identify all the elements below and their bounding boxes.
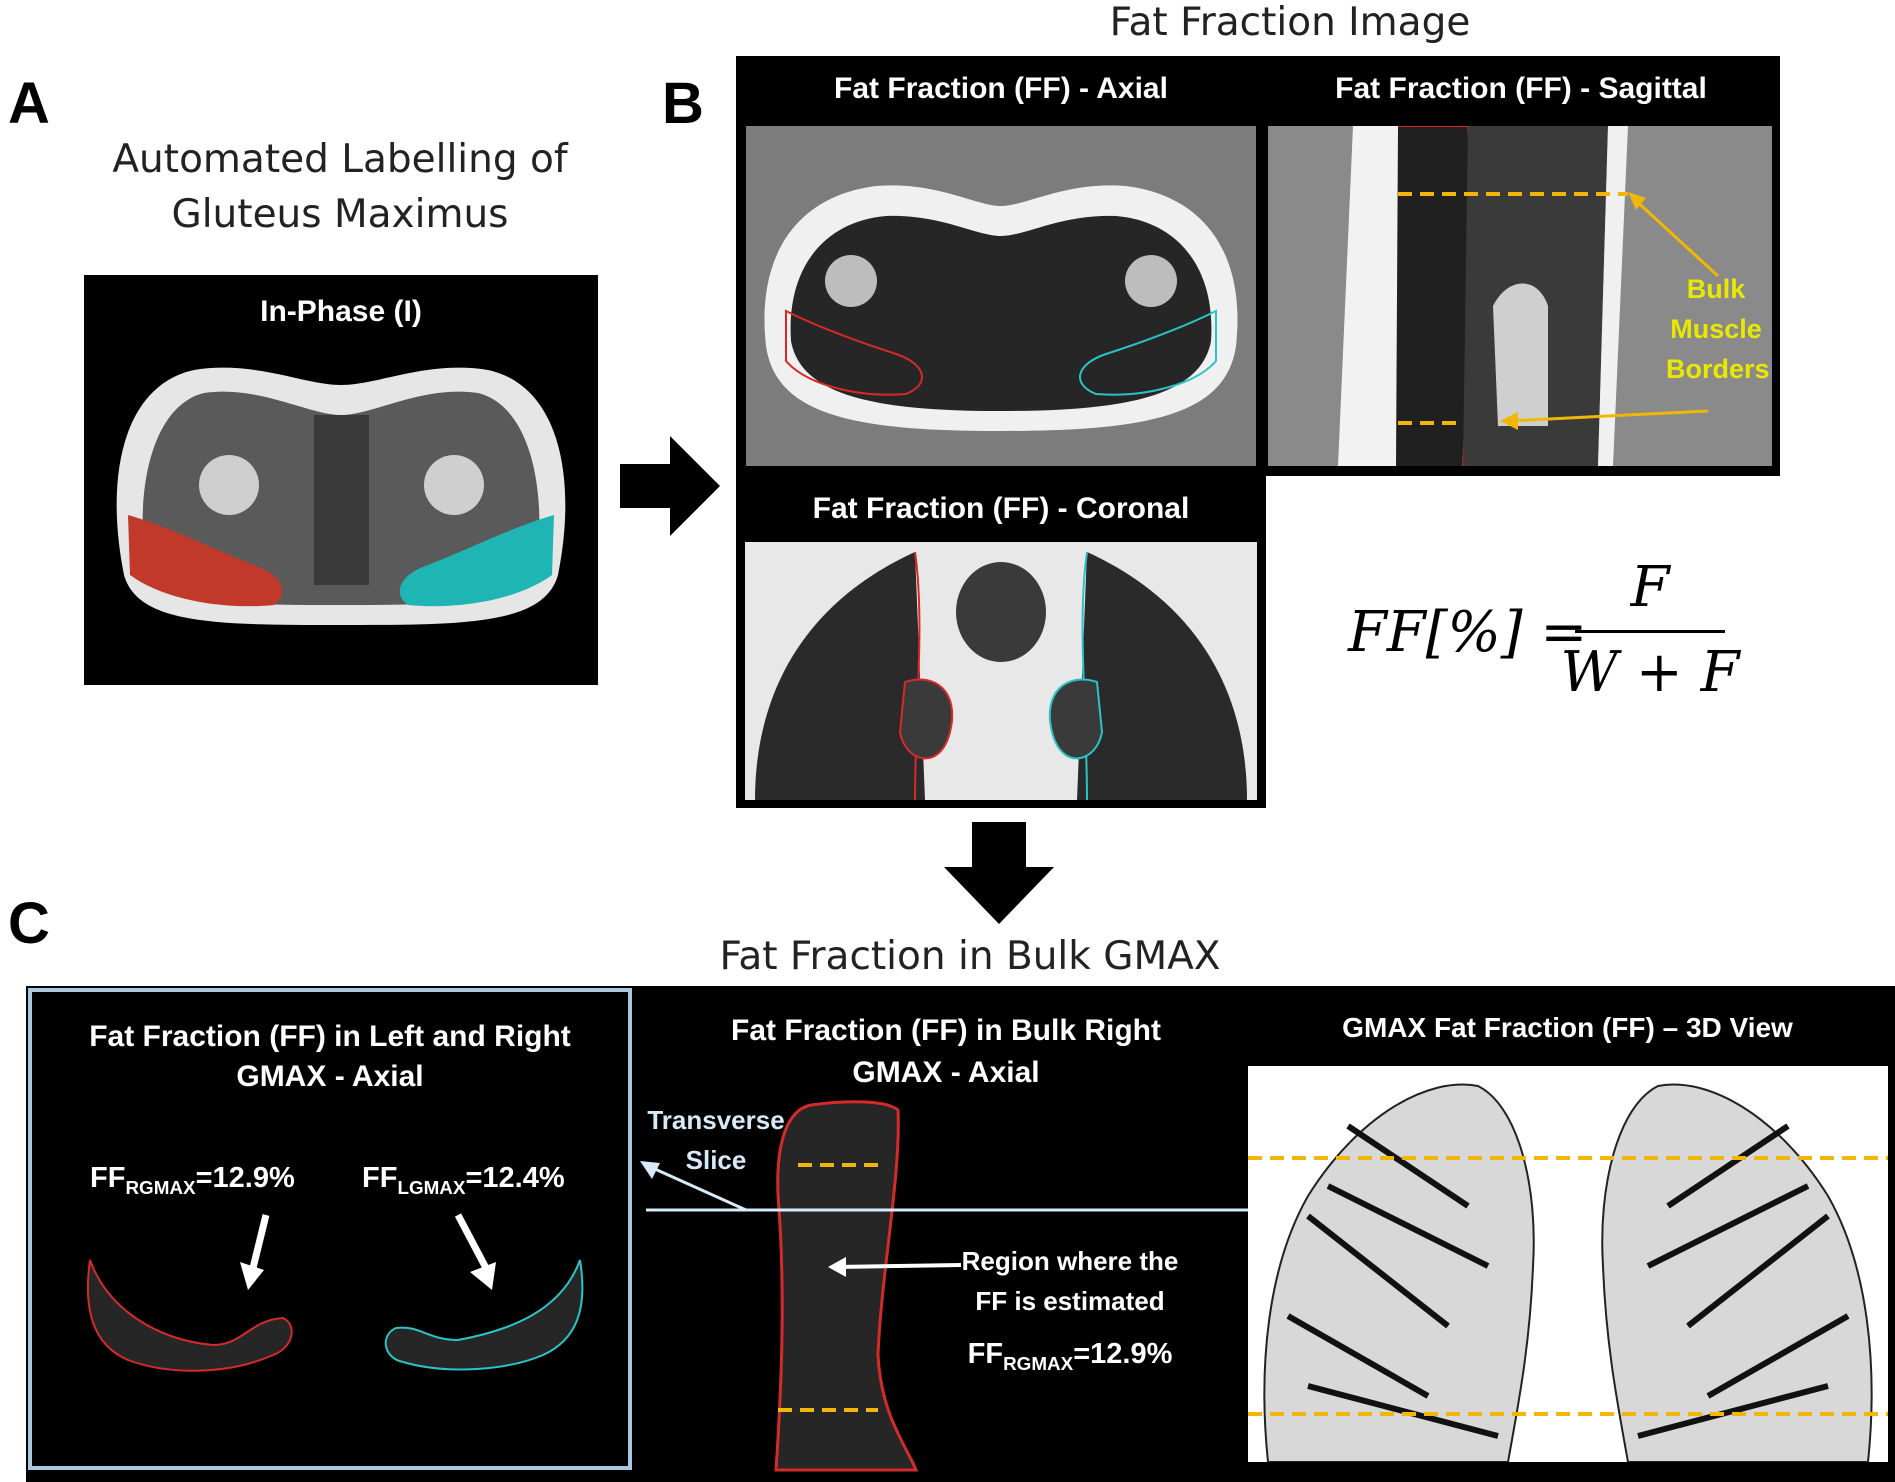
ff-coronal-scan [745, 542, 1257, 800]
transverse-slice-label-line2: Slice [685, 1145, 747, 1175]
ff-formula-fraction-bar [1575, 630, 1725, 633]
panel-a-caption-line1: Automated Labelling of [112, 137, 568, 182]
region-label-line1: Region where the [961, 1246, 1179, 1276]
annotation-bulk: Bulk [1686, 274, 1746, 304]
panel-c-caption: Fat Fraction in Bulk GMAX [719, 934, 1221, 979]
panel-a-letter: A [8, 71, 50, 136]
region-ff-value: FFRGMAX=12.9% [967, 1338, 1173, 1374]
in-phase-title: In-Phase (I) [260, 295, 422, 328]
arrow-right-icon [620, 436, 720, 536]
annotation-borders: Borders [1666, 354, 1770, 384]
ff-sagittal-title: Fat Fraction (FF) - Sagittal [1335, 72, 1707, 105]
ff-coronal-title: Fat Fraction (FF) - Coronal [812, 492, 1190, 525]
ff-lgmax-label: FFLGMAX=12.4% [362, 1162, 565, 1198]
ff-formula-denominator: W + F [1560, 640, 1740, 705]
ff-left-right-title-line2: GMAX - Axial [236, 1060, 424, 1093]
panel-c-letter: C [8, 891, 50, 956]
transverse-slice-label-line1: Transverse [647, 1105, 785, 1135]
ff-rgmax-label: FFRGMAX=12.9% [90, 1162, 295, 1198]
panel-a-caption-line2: Gluteus Maximus [171, 192, 509, 237]
gmax-3d-title: GMAX Fat Fraction (FF) – 3D View [1342, 1012, 1793, 1043]
ff-bulk-right-scan [640, 1100, 1266, 1472]
ff-left-right-panel [28, 988, 632, 1470]
ff-bulk-right-title-line1: Fat Fraction (FF) in Bulk Right [731, 1014, 1161, 1047]
ff-formula-numerator: F [1630, 555, 1670, 620]
in-phase-image: In-Phase (I) [84, 275, 598, 685]
arrow-down-icon [944, 822, 1054, 924]
annotation-muscle: Muscle [1670, 314, 1762, 344]
ff-coronal-image: Fat Fraction (FF) - Coronal [736, 476, 1266, 808]
ff-bulk-right-title-line2: GMAX - Axial [852, 1056, 1040, 1089]
ff-sagittal-scan [1268, 126, 1772, 466]
region-label-line2: FF is estimated [975, 1286, 1165, 1316]
panel-b-letter: B [662, 71, 704, 136]
panel-b-caption: Fat Fraction Image [1109, 0, 1471, 45]
ff-left-right-title-line1: Fat Fraction (FF) in Left and Right [89, 1020, 571, 1053]
ff-sagittal-image: Fat Fraction (FF) - Sagittal Bulk Muscle… [1262, 56, 1780, 476]
ff-axial-scan [746, 126, 1256, 466]
ff-axial-muscles [86, 1213, 584, 1372]
ff-axial-title: Fat Fraction (FF) - Axial [834, 72, 1168, 105]
ff-formula-lhs: FF[%] = [1348, 600, 1588, 665]
gmax-3d-view [1248, 1066, 1888, 1462]
in-phase-scan [116, 367, 566, 625]
ff-axial-image: Fat Fraction (FF) - Axial [736, 56, 1266, 476]
